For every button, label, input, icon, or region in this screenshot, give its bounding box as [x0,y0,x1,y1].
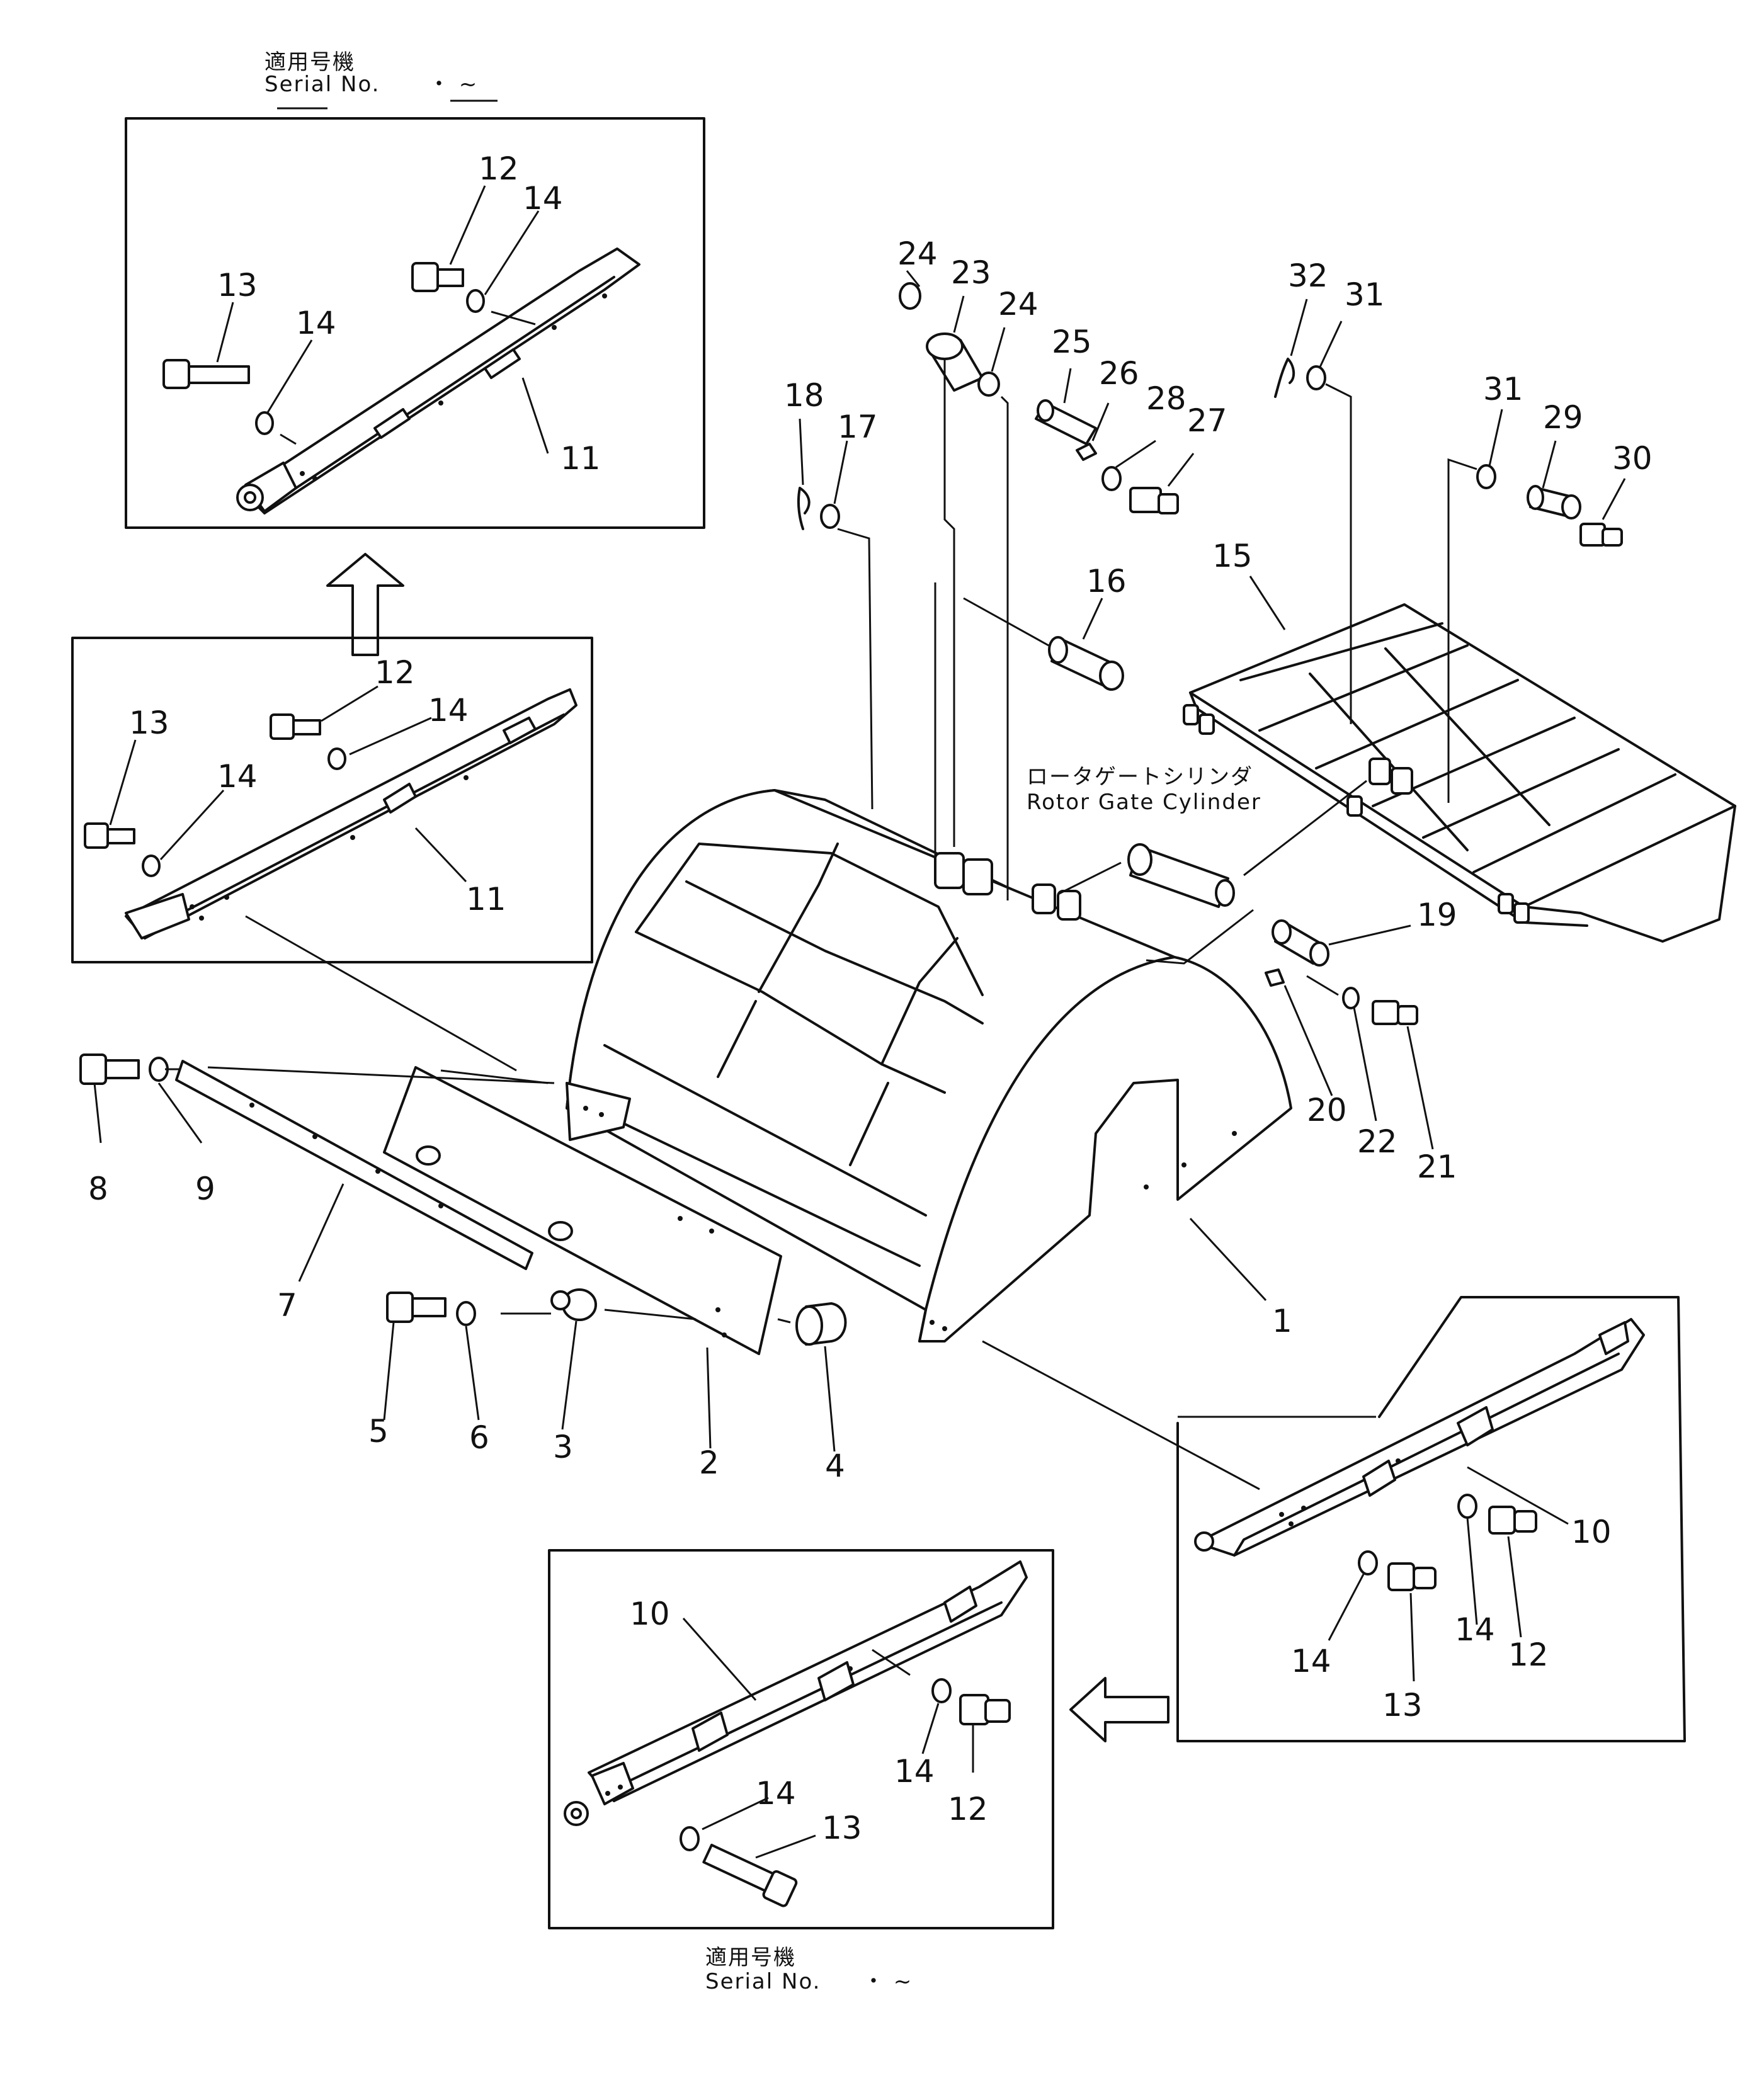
callout-16: 16 [1086,563,1127,599]
serial-jp-bottom: 適用号機 [705,1945,796,1970]
rotor-gate-cylinder [1057,780,1367,908]
callout-25: 25 [1052,324,1092,360]
callout-4: 4 [825,1448,845,1484]
cylinder-label: ロータゲートシリンダ Rotor Gate Cylinder [1027,764,1261,815]
serial-en-top: Serial No. [265,72,380,97]
callout-7: 7 [277,1287,297,1324]
callout-5: 5 [368,1413,389,1450]
inset-frame-10-bottom: 10 14 12 14 13 [548,1549,1054,1929]
callout-26: 26 [1099,355,1139,392]
callout-14-g: 14 [894,1753,935,1790]
callout-24-b: 24 [998,286,1038,322]
callout-11-a: 11 [560,440,601,477]
callout-18: 18 [784,377,824,414]
serial-header-bottom: 適用号機 Serial No. ・ ~ [705,1945,913,1994]
callout-1: 1 [1272,1303,1292,1339]
cylinder-label-en: Rotor Gate Cylinder [1027,790,1261,815]
inset-frame-10-right: 10 14 12 14 13 [1176,1296,1686,1742]
callout-32: 32 [1288,258,1328,294]
pin-group-right: 32 31 31 29 30 [1274,258,1653,803]
callout-20: 20 [1307,1092,1347,1128]
callout-14-e: 14 [1455,1611,1495,1648]
callout-22: 22 [1357,1123,1397,1160]
callout-8: 8 [88,1171,108,1207]
inset-frame-11-lower: 12 14 13 14 11 [71,637,593,963]
cylinder-label-jp: ロータゲートシリンダ [1027,764,1253,790]
callout-14-b: 14 [296,305,336,341]
callout-19: 19 [1417,897,1457,933]
callout-31-b: 31 [1483,371,1523,407]
rotor-hood [566,789,1292,1343]
serial-en-bottom: Serial No. [705,1969,821,1994]
callout-10-a: 10 [1571,1514,1612,1550]
serial-range-bottom: ・ ~ [863,1969,913,1994]
callout-14-c: 14 [428,692,469,729]
callout-12-c: 12 [1508,1637,1549,1673]
callout-14-f: 14 [1291,1643,1331,1679]
pin-group-left: 18 17 16 [784,377,1127,810]
callout-30: 30 [1612,440,1653,477]
callout-12-b: 12 [375,654,415,691]
callout-10-b: 10 [630,1596,670,1632]
callout-29: 29 [1543,399,1583,436]
serial-header-top: 適用号機 Serial No. ・ ~ [265,50,498,110]
callout-17: 17 [838,409,878,445]
callout-24-a: 24 [897,236,938,272]
callout-31-a: 31 [1345,276,1385,313]
callout-27: 27 [1187,402,1227,439]
callout-28: 28 [1146,380,1186,417]
pin-group-upper: 24 23 24 25 26 28 27 [897,236,1227,900]
callout-23: 23 [951,254,991,291]
callout-13-d: 13 [822,1810,862,1846]
callout-13-a: 13 [217,267,258,304]
side-cover-assembly: 8 9 7 5 6 3 2 4 [79,915,1260,1490]
rotor-gate: 15 [1183,538,1736,943]
callout-11-b: 11 [466,881,506,917]
callout-3: 3 [553,1429,573,1465]
pin-group-cylinder-end: 19 20 22 21 [1146,897,1457,1185]
callout-14-a: 14 [523,180,563,217]
callout-15: 15 [1212,538,1253,574]
callout-21: 21 [1417,1149,1457,1185]
callout-2: 2 [699,1445,719,1481]
callout-13-c: 13 [1382,1687,1423,1723]
callout-13-b: 13 [129,705,169,741]
serial-range-top: ・ ~ [428,72,478,97]
callout-6: 6 [469,1419,489,1456]
arrow-up-icon [326,553,404,656]
inset-frame-11-upper: 12 14 13 14 11 [125,117,705,529]
callout-12-d: 12 [948,1791,988,1827]
serial-jp-top: 適用号機 [265,50,355,75]
callout-12-a: 12 [479,150,519,187]
arrow-left-icon [1069,1677,1169,1742]
callout-9: 9 [195,1171,215,1207]
callout-14-d: 14 [217,758,258,795]
callout-14-h: 14 [756,1775,796,1812]
